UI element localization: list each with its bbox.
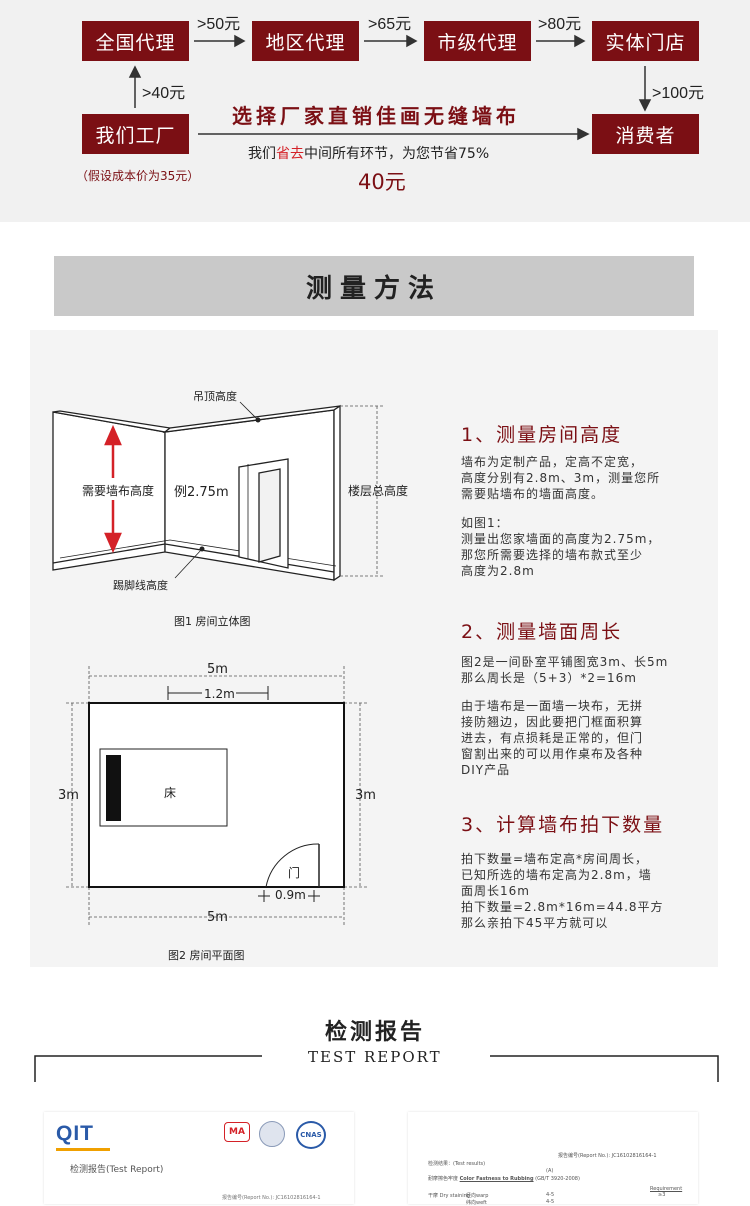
doc2-report-no: 报告编号(Report No.): JC16102816164-1: [558, 1153, 657, 1159]
slogan: 选择厂家直销佳画无缝墙布: [232, 104, 520, 128]
regional-agent-box: 地区代理: [252, 21, 359, 61]
fig2-left-depth: 3m: [58, 788, 79, 803]
step1-p2-line: 那您所需要选择的墙布款式至少: [461, 548, 644, 562]
step3-p1-line: 拍下数量=2.8m*16m=44.8平方: [461, 900, 664, 914]
example-height-label: 例2.75m: [174, 485, 229, 500]
step1-paragraph-2: 如图1： 测量出您家墙面的高度为2.75m， 那您所需要选择的墙布款式至少 高度…: [461, 515, 691, 579]
fig2-right-depth: 3m: [355, 788, 376, 803]
doc2-dry-label: 干摩 Dry staining: [428, 1193, 470, 1199]
report-title-cn: 检测报告: [325, 1019, 426, 1045]
doc2-grade: (A): [546, 1168, 554, 1174]
step2-p2-line: 进去，有点损耗是正常的，但门: [461, 731, 644, 745]
step2-paragraph-1: 图2是一间卧室平铺图宽3m、长5m 那么周长是（5+3）*2=16m: [461, 654, 691, 686]
doc2-requirement: Requirement: [650, 1186, 683, 1192]
step3-p1-line: 面周长16m: [461, 884, 530, 898]
step3-p1-line: 那么亲拍下45平方就可以: [461, 916, 609, 930]
city-agent-box: 市级代理: [424, 21, 531, 61]
doc2-warp-value: 4-5: [546, 1192, 555, 1198]
step1-title: 1、测量房间高度: [461, 424, 623, 446]
doc2-standard: (GB/T 3920-2008): [535, 1176, 580, 1182]
seal-round-icon: [259, 1121, 285, 1147]
markup-regional: >50元: [197, 16, 241, 33]
consumer-box: 消费者: [592, 114, 699, 154]
qit-logo: QIT: [56, 1122, 94, 1145]
measure-section-title: 测量方法: [54, 256, 694, 316]
markup-consumer: >100元: [652, 85, 705, 102]
step3-paragraph-1: 拍下数量=墙布定高*房间周长， 已知所选的墙布定高为2.8m，墙 面周长16m …: [461, 851, 691, 931]
ceiling-height-label: 吊顶高度: [193, 390, 237, 403]
step2-title: 2、测量墙面周长: [461, 621, 623, 643]
saving-prefix: 我们: [248, 146, 276, 162]
fig2-door-label: 门: [288, 866, 301, 880]
our-factory-box: 我们工厂: [82, 114, 189, 154]
step2-paragraph-2: 由于墙布是一面墙一块布，无拼 接防翘边，因此要把门框面积算 进去，有点损耗是正常…: [461, 698, 691, 778]
doc2-weft-label: 纬向weft: [466, 1200, 487, 1206]
doc2-test-row: 耐摩擦色牢度 Color Fastness to Rubbing (GB/T 3…: [428, 1175, 580, 1182]
report-doc-2: 报告编号(Report No.): JC16102816164-1 检测结果：(…: [408, 1112, 698, 1206]
step1-p1-line: 墙布为定制产品，定高不定宽，: [461, 455, 644, 469]
fig2-window-width: 1.2m: [204, 687, 235, 701]
step2-p1-line: 那么周长是（5+3）*2=16m: [461, 671, 637, 685]
saving-suffix: 中间所有环节，为您节省75%: [304, 146, 490, 162]
markup-national: >40元: [142, 85, 186, 102]
markup-city: >65元: [368, 16, 412, 33]
qit-logo-underline: [56, 1148, 110, 1151]
fig2-top-width: 5m: [207, 662, 228, 677]
step2-p1-line: 图2是一间卧室平铺图宽3m、长5m: [461, 655, 669, 669]
price-chain-section: 全国代理 地区代理 市级代理 实体门店 我们工厂 消费者 >50元 >65元 >…: [0, 0, 750, 222]
fig2-door-width: 0.9m: [275, 888, 306, 902]
doc2-warp-label: 经向warp: [466, 1193, 489, 1199]
step2-p2-line: 由于墙布是一面墙一块布，无拼: [461, 699, 644, 713]
step1-p2-line: 如图1：: [461, 516, 509, 530]
doc1-report-no: 报告编号(Report No.): JC16102816164-1: [222, 1195, 321, 1201]
fig2-bottom-width: 5m: [207, 910, 228, 925]
cost-note: （假设成本价为35元）: [76, 169, 200, 183]
saving-text: 我们省去中间所有环节，为您节省75%: [248, 143, 489, 163]
physical-store-box: 实体门店: [592, 21, 699, 61]
final-price: 40元: [358, 170, 406, 194]
doc1-heading: 检测报告(Test Report): [70, 1165, 164, 1175]
step1-paragraph-1: 墙布为定制产品，定高不定宽， 高度分别有2.8m、3m，测量您所 需要贴墙布的墙…: [461, 454, 691, 502]
step3-p1-line: 已知所选的墙布定高为2.8m，墙: [461, 868, 652, 882]
step2-p2-line: DIY产品: [461, 763, 511, 777]
saving-highlight: 省去: [276, 146, 304, 162]
step1-p1-line: 需要贴墙布的墙面高度。: [461, 487, 605, 501]
report-title-en: TEST REPORT: [308, 1048, 442, 1066]
wall-height-label: 需要墙布高度: [82, 484, 155, 498]
floor-height-label: 楼层总高度: [348, 484, 409, 498]
doc2-test-name-cn: 耐摩擦色牢度: [428, 1176, 459, 1182]
markup-store: >80元: [538, 16, 582, 33]
skirting-height-label: 踢脚线高度: [113, 579, 168, 592]
step3-p1-line: 拍下数量=墙布定高*房间周长，: [461, 852, 649, 866]
price-chain-arrows: [128, 34, 652, 141]
step1-p2-line: 测量出您家墙面的高度为2.75m，: [461, 532, 661, 546]
report-bracket-lines: [34, 1055, 719, 1082]
fig2-bed-label: 床: [164, 786, 177, 800]
cnas-seal: CNAS: [296, 1121, 326, 1149]
figure1-caption: 图1 房间立体图: [174, 615, 251, 628]
national-agent-box: 全国代理: [82, 21, 189, 61]
report-doc-1: QIT MA CNAS 检测报告(Test Report) 报告编号(Repor…: [44, 1112, 354, 1204]
doc2-req-value: ≥3: [658, 1192, 666, 1198]
doc2-results: 检测结果：(Test results): [428, 1161, 486, 1167]
doc2-test-name-en: Color Fastness to Rubbing: [459, 1176, 534, 1182]
step3-title: 3、计算墙布拍下数量: [461, 814, 665, 836]
cma-seal: MA: [224, 1122, 250, 1142]
step1-p1-line: 高度分别有2.8m、3m，测量您所: [461, 471, 661, 485]
doc2-weft-value: 4-5: [546, 1199, 555, 1205]
step2-p2-line: 接防翘边，因此要把门框面积算: [461, 715, 644, 729]
step1-p2-line: 高度为2.8m: [461, 564, 535, 578]
figure2-caption: 图2 房间平面图: [168, 949, 245, 962]
step2-p2-line: 窗割出来的可以用作桌布及各种: [461, 747, 644, 761]
